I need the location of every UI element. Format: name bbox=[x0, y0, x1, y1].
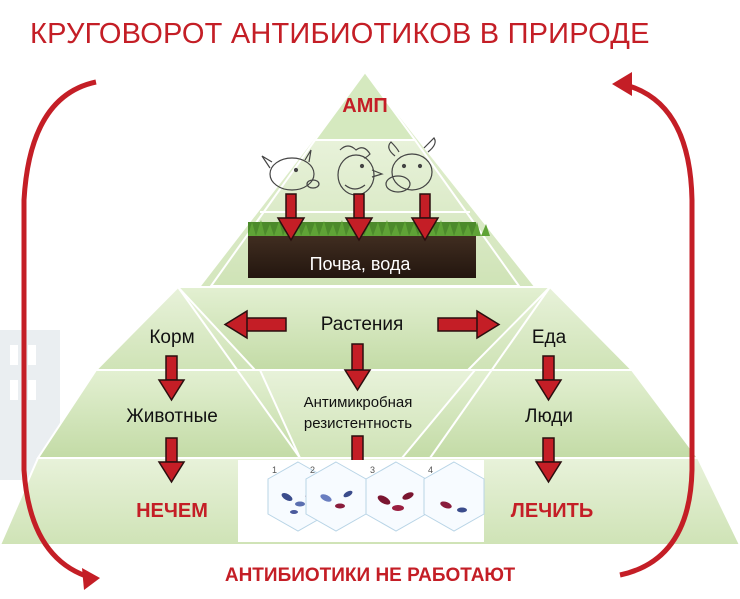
soil-label: Почва, вода bbox=[309, 254, 411, 274]
arrow-rooster-down bbox=[344, 193, 374, 242]
cow-icon bbox=[385, 137, 436, 193]
petri-dish-4 bbox=[423, 461, 485, 532]
petri-number-4: 4 bbox=[428, 465, 434, 475]
arrow-pig-down bbox=[276, 193, 306, 242]
petri-dish-panel bbox=[238, 460, 485, 542]
arrow-feed-to-animals bbox=[157, 355, 186, 402]
right-outcome-label: ЛЕЧИТЬ bbox=[510, 500, 594, 522]
resistance-label: Антимикробная резистентность bbox=[304, 392, 413, 434]
pig-icon bbox=[261, 149, 320, 191]
cycle-arrow-right bbox=[612, 72, 695, 578]
animals-to-soil-arrows bbox=[276, 193, 440, 242]
apex-label: АМП bbox=[342, 95, 388, 117]
petri-number-2: 2 bbox=[310, 465, 316, 475]
bottom-caption: АНТИБИОТИКИ НЕ РАБОТАЮТ bbox=[224, 565, 516, 586]
resistance-label-line1: Антимикробная bbox=[303, 394, 413, 411]
food-label: Еда bbox=[531, 327, 567, 348]
petri-number-1: 1 bbox=[272, 465, 278, 475]
people-label: Люди bbox=[524, 406, 574, 427]
arrow-people-to-outcome bbox=[534, 437, 563, 484]
animals-label: Животные bbox=[126, 406, 218, 427]
resistance-label-line2: резистентность bbox=[303, 415, 413, 432]
arrow-plants-to-resistance bbox=[343, 343, 372, 392]
arrow-food-to-people bbox=[534, 355, 563, 402]
arrow-plants-to-feed bbox=[223, 309, 287, 340]
arrow-plants-to-food bbox=[437, 309, 501, 340]
arrow-cow-down bbox=[410, 193, 440, 242]
left-outcome-label: НЕЧЕМ bbox=[136, 500, 208, 522]
plants-label: Растения bbox=[320, 314, 404, 335]
petri-number-3: 3 bbox=[370, 465, 376, 475]
cycle-arrow-left bbox=[21, 79, 100, 590]
petri-dish-3 bbox=[365, 461, 427, 532]
feed-label: Корм bbox=[149, 327, 195, 348]
diagram-title: КРУГОВОРОТ АНТИБИОТИКОВ В ПРИРОДЕ bbox=[30, 18, 650, 50]
petri-dish-2 bbox=[305, 461, 367, 532]
background-building bbox=[0, 330, 60, 480]
arrow-animals-to-outcome bbox=[157, 437, 186, 484]
